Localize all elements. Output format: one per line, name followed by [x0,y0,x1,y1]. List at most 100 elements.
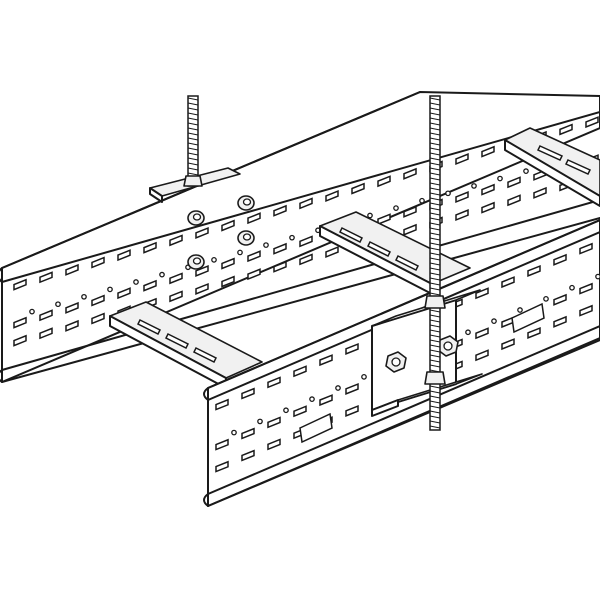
rail-slot [507,176,521,189]
rail-hole [335,385,341,391]
rail-slot [91,256,105,269]
rail-hole [309,396,315,402]
rail-hole [523,168,529,175]
rail-hole [543,296,549,302]
rail-slot [507,194,521,207]
rail-slot [501,338,515,351]
rail-slot [65,263,79,276]
rail-hole [471,183,477,189]
rail-slot [319,394,333,407]
rail-slot [117,287,131,300]
rail-hole [55,301,61,308]
rail-slot [169,234,183,247]
rail-slot [169,290,183,303]
rail-hole [283,407,289,414]
rail-slot [65,301,79,314]
rail-hole [159,271,165,278]
rail-slot [273,204,287,217]
rail-slot [403,223,417,236]
rung-middle [319,211,471,295]
rail-slot [241,387,255,400]
rail-slot [241,427,255,440]
rail-slot [351,182,365,195]
rail-slot [267,438,281,451]
rail-slot [221,275,235,288]
rail-slot [325,189,339,203]
rail-slot [13,316,27,329]
rail-hole [237,249,243,256]
rail-slot [13,278,27,291]
bolt-center [192,257,202,265]
far-rail-bolts [187,195,255,270]
rail-slot [475,287,489,300]
rail-slot [299,235,313,248]
rail-hole [133,279,139,285]
rail-slot [247,268,261,281]
rail-slot [221,219,235,232]
rail-slot [195,226,209,239]
rail-hole [263,242,269,248]
rail-slot [345,382,359,395]
rail-slot [273,242,287,255]
rail-slot [273,260,287,273]
rail-slot [299,253,313,266]
threaded-rod-right [424,95,446,431]
rail-slot [579,242,593,255]
rail-slot [319,354,333,367]
rail-slot [579,282,593,295]
rail-slot [325,245,339,259]
rail-slot [215,460,229,473]
rail-slot [143,279,157,292]
rail-hole [393,205,399,211]
rail-hole [257,418,263,425]
rail-slot [579,304,593,317]
rail-slot [481,183,495,196]
rail-slot [247,250,261,263]
rail-slot [475,349,489,362]
near-rail-cutout-left [299,412,333,444]
rail-slot [501,276,515,289]
rail-slot [377,175,391,188]
rail-hole [231,429,237,436]
rail-slot [65,319,79,332]
rail-hole [81,293,87,300]
rail-hole [491,318,497,324]
rail-hole [289,234,295,241]
rung-front [109,301,263,389]
rail-slot [215,398,229,411]
rail-slot [403,167,417,180]
rail-slot [345,404,359,417]
rail-slot [39,309,53,322]
rail-slot [345,342,359,355]
rail-slot [455,209,469,222]
rail-slot [39,327,53,340]
rail-hole [211,256,217,263]
rail-hole [517,307,523,313]
rail-slot [39,271,53,284]
rail-slot [267,416,281,429]
rail-slot [117,249,131,262]
bolt-center [242,198,252,206]
rail-slot [455,191,469,204]
rail-hole [569,284,575,291]
rail-slot [195,282,209,295]
rail-slot [403,205,417,218]
rail-slot [267,376,281,389]
bolt-center [242,233,252,241]
rail-hole [445,190,451,197]
rail-slot [475,327,489,340]
rail-slot [247,212,261,225]
rail-slot [559,123,573,136]
rail-slot [13,334,27,347]
rail-slot [585,116,599,129]
rail-hole [29,308,35,315]
rail-slot [169,272,183,285]
near-rail-cutout-right [511,302,545,334]
rail-hole [419,197,425,204]
rail-slot [553,253,567,266]
rail-slot [481,201,495,214]
rail-slot [553,315,567,328]
rail-slot [241,449,255,462]
rail-slot [215,438,229,451]
